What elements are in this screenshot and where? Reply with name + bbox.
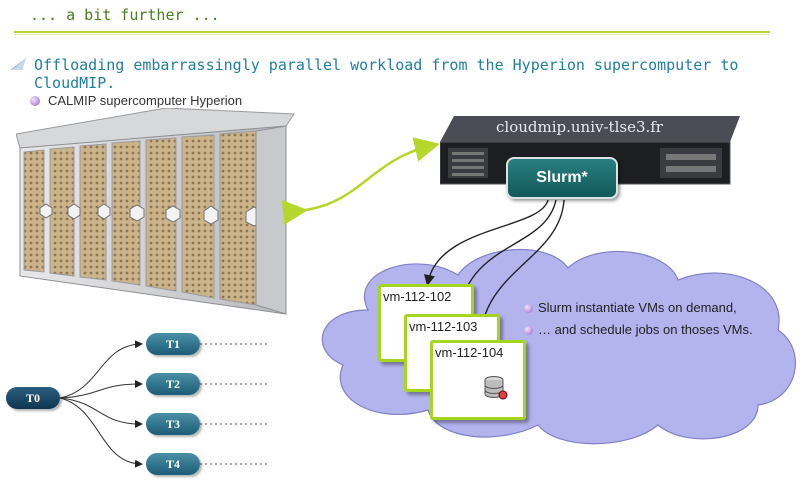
slurm-scheduler-box: Slurm* xyxy=(506,157,618,199)
title-divider xyxy=(14,31,770,33)
server-hostname: cloudmip.univ-tlse3.fr xyxy=(496,118,663,136)
bullet-arrow-icon xyxy=(10,58,26,70)
schedule-arrow-vm-102 xyxy=(423,199,549,287)
edge-t0-t2 xyxy=(59,380,143,399)
cloud-note: Slurm instantiate VMs on demand, xyxy=(524,300,737,315)
bullet-icon xyxy=(524,326,533,336)
database-icon xyxy=(484,376,508,400)
slide-headline: Offloading embarrassingly parallel workl… xyxy=(34,56,739,92)
supercomputer-caption: CALMIP supercomputer Hyperion xyxy=(30,93,243,108)
vm-label: vm-112-104 xyxy=(435,345,504,360)
task-node-t1: T1 xyxy=(146,333,200,355)
cloud-note-text: Slurm instantiate VMs on demand, xyxy=(538,300,737,315)
edge-t0-t3 xyxy=(59,397,143,428)
task-node-t4: T4 xyxy=(146,453,200,475)
title-divider-shadow xyxy=(14,34,770,35)
bullet-icon xyxy=(30,96,40,106)
vm-label: vm-112-102 xyxy=(383,289,452,304)
task-node-t3: T3 xyxy=(146,413,200,435)
task-node-t0: T0 xyxy=(6,387,60,409)
task-node-t2: T2 xyxy=(146,373,200,395)
bullet-icon xyxy=(524,304,533,314)
cloud-note-text: … and schedule jobs on thoses VMs. xyxy=(538,322,753,337)
edge-t0-t1 xyxy=(59,340,143,399)
slide-title: ... a bit further ... xyxy=(30,6,220,24)
vm-box: vm-112-104 xyxy=(430,340,526,420)
supercomputer-caption-text: CALMIP supercomputer Hyperion xyxy=(48,93,243,108)
vm-label: vm-112-103 xyxy=(409,319,478,334)
cloud-note: … and schedule jobs on thoses VMs. xyxy=(524,322,753,337)
supercomputer-image xyxy=(16,108,295,315)
edge-t0-t4 xyxy=(59,397,143,468)
offload-double-arrow xyxy=(281,137,440,225)
